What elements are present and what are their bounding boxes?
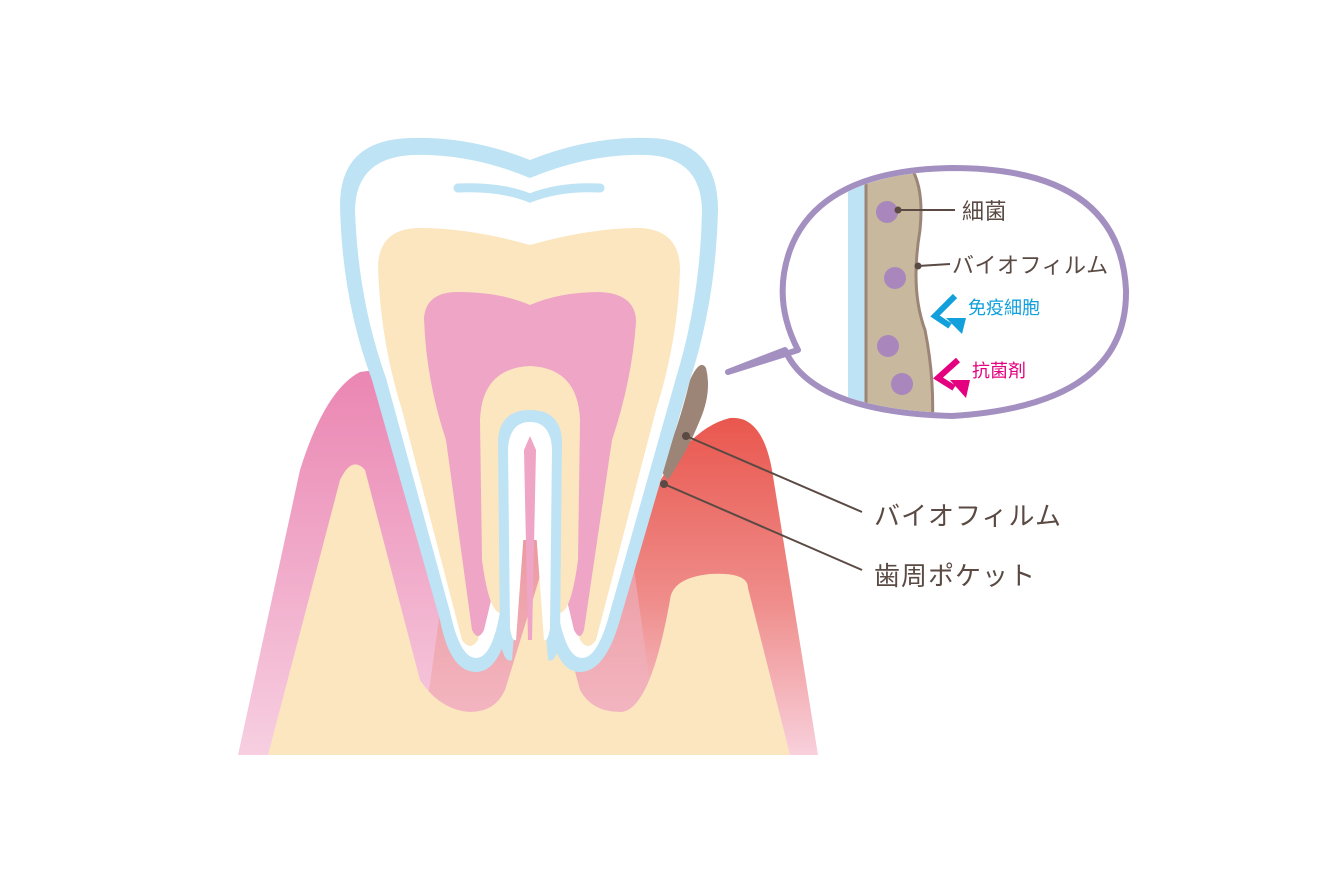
bacteria-group	[876, 201, 913, 395]
antibacterial-label: 抗菌剤	[972, 361, 1026, 382]
bacteria-leader-dot	[894, 206, 902, 214]
pocket-leader-dot	[660, 480, 668, 488]
biofilm-deposit	[660, 364, 708, 480]
bacterium-3	[877, 335, 899, 357]
biofilm-leader	[685, 435, 863, 513]
bacterium-4	[891, 373, 913, 395]
zoom-tooth-surface	[848, 171, 866, 413]
bacterium-1	[876, 201, 898, 223]
root-canal	[508, 422, 552, 641]
bacterium-2	[884, 267, 906, 289]
immune-arrowhead-icon	[946, 318, 966, 334]
bacteria-label: 細菌	[962, 200, 1007, 225]
biofilm-zoom-leader-dot	[914, 262, 922, 270]
antibacterial-arrow-icon	[933, 357, 961, 391]
immune-cells-label: 免疫細胞	[968, 298, 1040, 319]
biofilm-label: バイオフィルム	[874, 502, 1062, 532]
pocket-leader	[663, 483, 863, 571]
crown-ridge	[453, 183, 605, 203]
root-canal-center	[524, 436, 536, 640]
zoom-bubble	[725, 165, 1130, 419]
biofilm-zoom-leader	[917, 263, 951, 267]
zoom-biofilm-layer	[864, 171, 935, 413]
biofilm-zoom-label: バイオフィルム	[952, 254, 1109, 279]
antibacterial-arrowhead-icon	[950, 380, 970, 398]
alveolar-bone	[268, 464, 790, 755]
immune-arrow-icon	[930, 293, 958, 329]
periodontal-pocket-label: 歯周ポケット	[874, 562, 1036, 592]
biofilm-leader-dot	[682, 432, 690, 440]
